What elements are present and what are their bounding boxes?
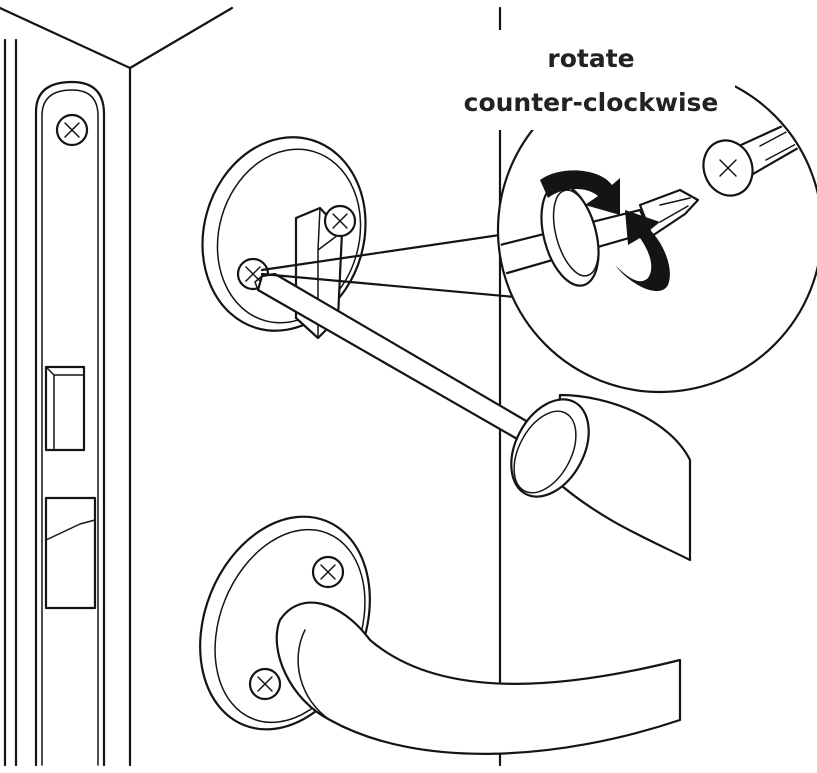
screwdriver-icon: [254, 272, 692, 562]
upper-rose: [201, 136, 367, 340]
instruction-label: rotate counter-clockwise: [455, 30, 735, 130]
door: [0, 6, 502, 767]
latch-bolt: [44, 496, 97, 610]
upper-rose-top-screw-icon: [323, 204, 357, 238]
instruction-line-2: counter-clockwise: [464, 88, 719, 117]
faceplate-screw-icon: [55, 113, 89, 147]
zoom-callout: [496, 66, 817, 394]
callout-pointer: [260, 230, 550, 302]
lower-rose-top-screw-icon: [311, 555, 345, 589]
counter-clockwise-arrow-icon: [540, 170, 670, 292]
lower-rose-lever: [199, 515, 682, 755]
instruction-line-1: rotate: [547, 44, 634, 73]
lock-faceplate: [34, 80, 106, 767]
lower-rose-bottom-screw-icon: [248, 667, 282, 701]
deadbolt: [44, 365, 86, 452]
